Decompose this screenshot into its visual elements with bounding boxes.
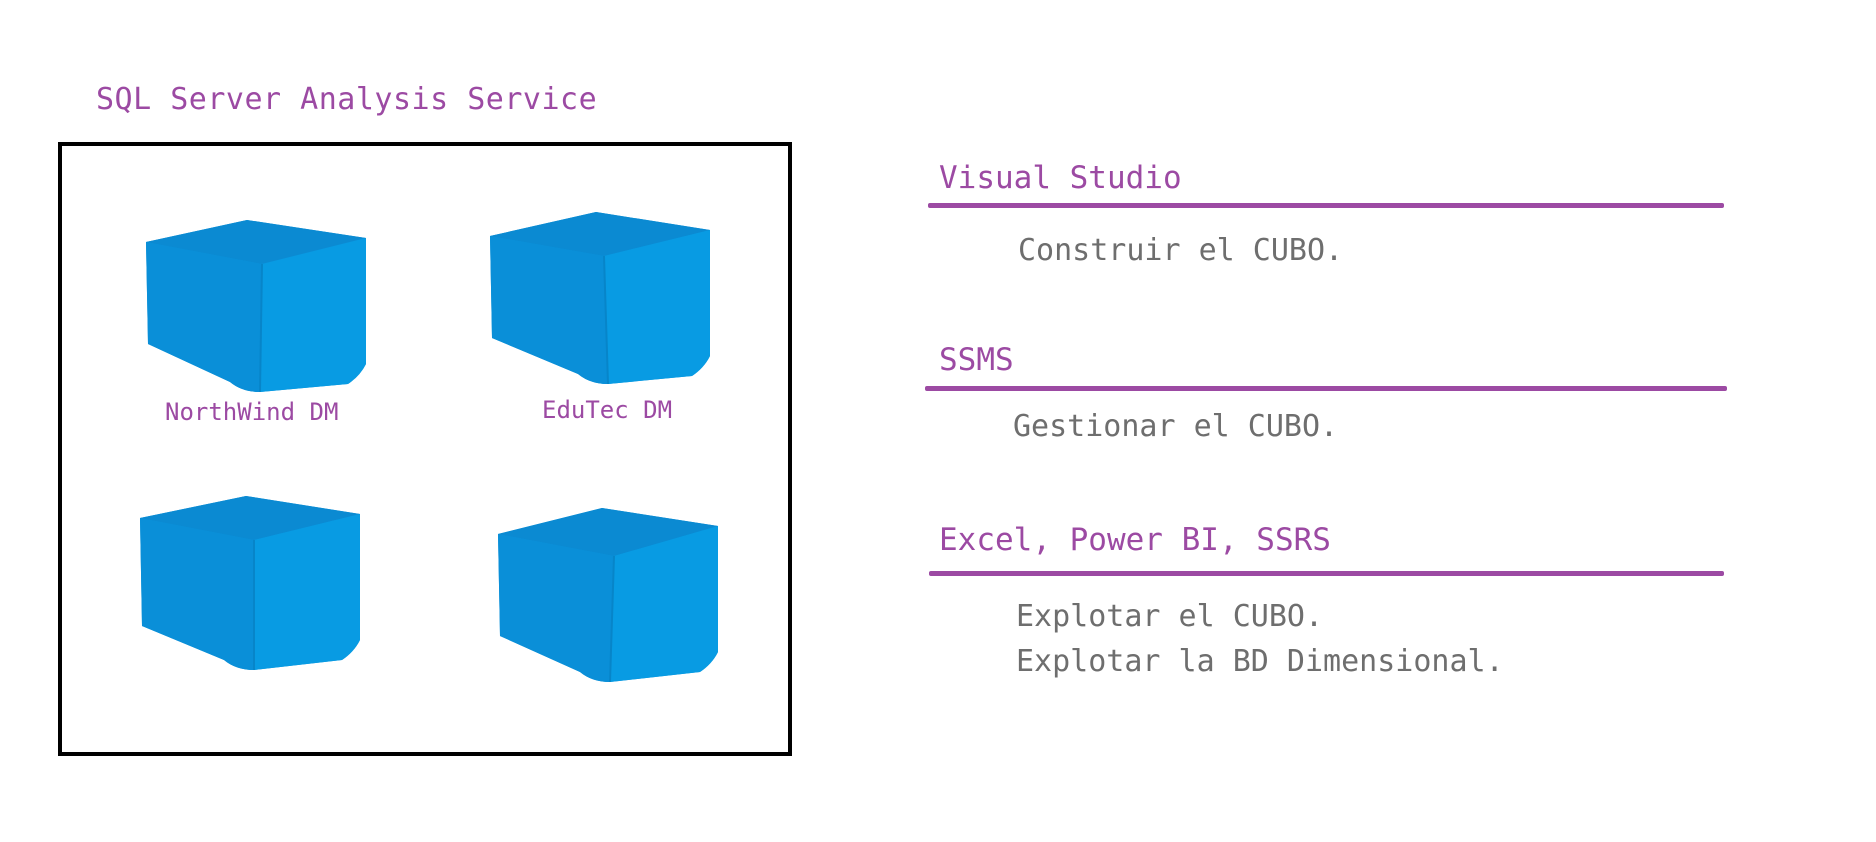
tool-title-ssms: SSMS [939,342,1014,378]
tool-title-visual-studio: Visual Studio [939,160,1182,196]
section-divider [929,571,1724,576]
tool-description: Construir el CUBO. [1018,233,1344,268]
tool-description: Explotar el CUBO. [1016,599,1324,634]
tool-title-excel-powerbi-ssrs: Excel, Power BI, SSRS [939,522,1331,558]
tool-description: Explotar la BD Dimensional. [1016,644,1504,679]
cube-label-northwind: NorthWind DM [165,398,339,426]
section-divider [928,203,1724,208]
server-title: SQL Server Analysis Service [96,82,598,117]
analysis-server-box: NorthWind DM EduTec DM [58,142,792,756]
cube-icon [136,494,360,674]
tool-description: Gestionar el CUBO. [1013,409,1339,444]
cube-icon [142,214,366,394]
cube-label-edutec: EduTec DM [542,396,673,424]
cube-icon [486,208,710,388]
cube-icon [494,504,718,684]
section-divider [925,386,1727,391]
